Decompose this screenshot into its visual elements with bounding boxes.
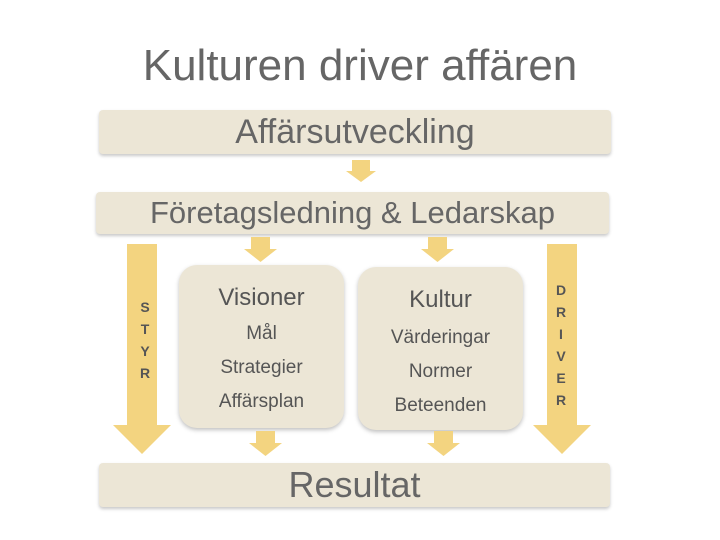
down-arrow-icon [346,160,376,182]
result-bar: Resultat [99,463,610,507]
visions-item: Affärsplan [218,391,305,412]
visions-heading: Visioner [218,284,305,311]
culture-box: Kultur Värderingar Normer Beteenden [358,267,523,430]
culture-item: Värderingar [390,327,491,348]
driver-arrow-icon [533,244,591,454]
down-arrow-icon [427,431,460,456]
culture-heading: Kultur [409,286,472,313]
down-arrow-icon [421,237,454,262]
visions-item: Strategier [220,357,303,378]
visions-box: Visioner Mål Strategier Affärsplan [179,265,344,428]
business-development-bar: Affärsutveckling [99,110,611,154]
visions-item: Mål [246,323,277,344]
culture-item: Normer [408,361,473,382]
culture-item: Beteenden [394,395,487,416]
styr-arrow-icon [113,244,171,454]
slide-title: Kulturen driver affären [142,41,578,90]
down-arrow-icon [244,237,277,262]
down-arrow-icon [249,431,282,456]
styr-label: S T Y R [139,299,151,381]
driver-label: D R I V E R [555,282,567,408]
leadership-bar: Företagsledning & Ledarskap [96,192,609,234]
